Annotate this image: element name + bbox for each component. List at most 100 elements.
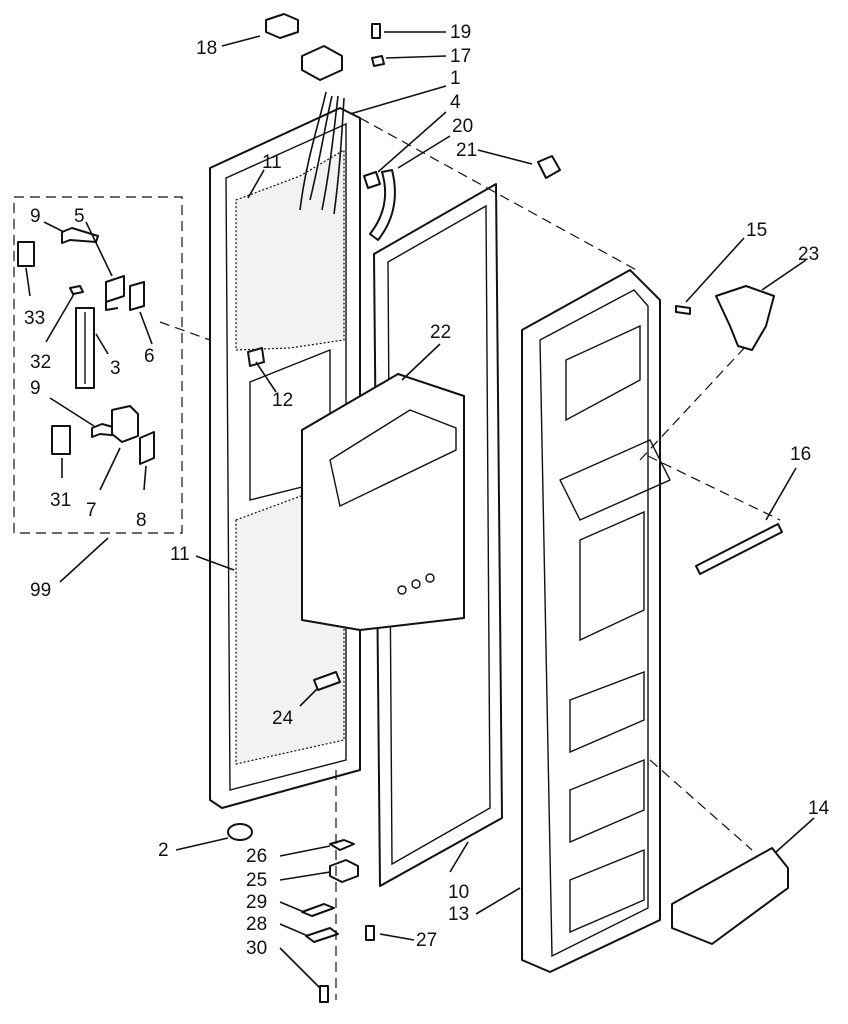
callout-33: 33	[24, 267, 45, 329]
part-6[interactable]	[129, 281, 145, 311]
svg-text:31: 31	[50, 490, 71, 511]
callout-21: 21	[456, 140, 533, 165]
part-30[interactable]	[319, 985, 329, 1003]
svg-text:20: 20	[452, 116, 473, 137]
svg-text:17: 17	[450, 46, 471, 67]
part-20-tube[interactable]	[369, 169, 396, 241]
part-2[interactable]	[227, 823, 253, 841]
part-23[interactable]	[715, 285, 775, 351]
part-5[interactable]	[105, 275, 125, 311]
alignment-lines	[159, 117, 781, 1000]
svg-text:25: 25	[246, 870, 267, 891]
part-18[interactable]	[265, 13, 299, 39]
part-31[interactable]	[51, 425, 71, 455]
callout-labels: 18 19 17 1 4 20 21 9 5 33 32 3 6 9 31 7 …	[24, 22, 830, 989]
part-26[interactable]	[329, 839, 355, 851]
svg-text:5: 5	[74, 206, 85, 227]
callout-26: 26	[246, 845, 331, 867]
callout-20: 20	[397, 116, 473, 169]
callout-27: 27	[379, 930, 437, 951]
svg-text:4: 4	[450, 92, 461, 113]
callout-16: 16	[765, 444, 811, 521]
svg-text:15: 15	[746, 220, 767, 241]
svg-text:28: 28	[246, 914, 267, 935]
callout-32: 32	[30, 293, 75, 373]
callout-28: 28	[246, 914, 309, 937]
svg-text:29: 29	[246, 892, 267, 913]
svg-text:1: 1	[450, 68, 461, 89]
svg-text:6: 6	[144, 346, 155, 367]
svg-text:22: 22	[430, 322, 451, 343]
callout-5: 5	[74, 206, 113, 277]
part-28[interactable]	[305, 927, 339, 943]
callout-18: 18	[196, 35, 261, 59]
svg-text:10: 10	[448, 882, 469, 903]
callout-23: 23	[761, 244, 819, 291]
svg-text:14: 14	[808, 798, 830, 819]
callout-19: 19	[384, 22, 471, 43]
callout-9b: 9	[30, 378, 95, 427]
callout-15: 15	[685, 220, 767, 303]
svg-text:3: 3	[110, 358, 121, 379]
svg-text:9: 9	[30, 378, 41, 399]
callout-3: 3	[95, 333, 121, 379]
part-27[interactable]	[365, 925, 375, 941]
svg-text:7: 7	[86, 500, 97, 521]
callout-30: 30	[246, 938, 321, 989]
part-4[interactable]	[363, 171, 381, 189]
part-25[interactable]	[329, 859, 359, 883]
part-24[interactable]	[313, 671, 341, 691]
part-33[interactable]	[17, 241, 35, 267]
callout-10: 10	[448, 841, 469, 903]
callout-9a: 9	[30, 206, 65, 233]
inner-door-panel[interactable]	[209, 107, 361, 809]
callout-6: 6	[139, 311, 155, 367]
kit-box	[13, 196, 183, 534]
dispenser-housing[interactable]	[301, 373, 465, 631]
callout-12: 12	[255, 361, 293, 411]
svg-text:21: 21	[456, 140, 477, 161]
callout-7: 7	[86, 447, 121, 521]
svg-text:27: 27	[416, 930, 437, 951]
svg-text:18: 18	[196, 38, 217, 59]
svg-text:16: 16	[790, 444, 811, 465]
part-7[interactable]	[111, 405, 139, 443]
outer-door[interactable]	[521, 269, 671, 973]
svg-text:19: 19	[450, 22, 471, 43]
svg-text:9: 9	[30, 206, 41, 227]
svg-text:33: 33	[24, 308, 45, 329]
callout-17: 17	[385, 46, 471, 67]
callout-2: 2	[158, 837, 229, 861]
callout-13: 13	[448, 887, 521, 925]
part-21[interactable]	[537, 155, 561, 179]
callout-29: 29	[246, 892, 305, 913]
part-19[interactable]	[371, 23, 381, 39]
callout-8: 8	[136, 465, 147, 531]
callout-24: 24	[272, 687, 319, 729]
svg-text:13: 13	[448, 904, 469, 925]
svg-text:24: 24	[272, 708, 294, 729]
connector-plug[interactable]	[301, 45, 343, 81]
part-29[interactable]	[301, 903, 335, 917]
part-15[interactable]	[675, 305, 691, 315]
part-16[interactable]	[695, 523, 783, 575]
callout-4: 4	[377, 92, 461, 173]
svg-text:26: 26	[246, 846, 267, 867]
part-8[interactable]	[139, 431, 155, 465]
callout-11b: 11	[170, 544, 235, 571]
part-14[interactable]	[671, 847, 789, 945]
callout-99: 99	[30, 537, 109, 601]
part-17[interactable]	[371, 55, 385, 67]
svg-text:11: 11	[170, 544, 190, 565]
svg-text:11: 11	[262, 152, 282, 173]
callout-25: 25	[246, 870, 331, 891]
wiring-harness	[265, 13, 561, 241]
svg-text:30: 30	[246, 938, 267, 959]
callout-22: 22	[401, 322, 451, 381]
part-32[interactable]	[69, 285, 84, 295]
part-12[interactable]	[247, 347, 265, 367]
svg-text:99: 99	[30, 580, 51, 601]
svg-text:12: 12	[272, 390, 293, 411]
callout-1: 1	[349, 68, 461, 115]
